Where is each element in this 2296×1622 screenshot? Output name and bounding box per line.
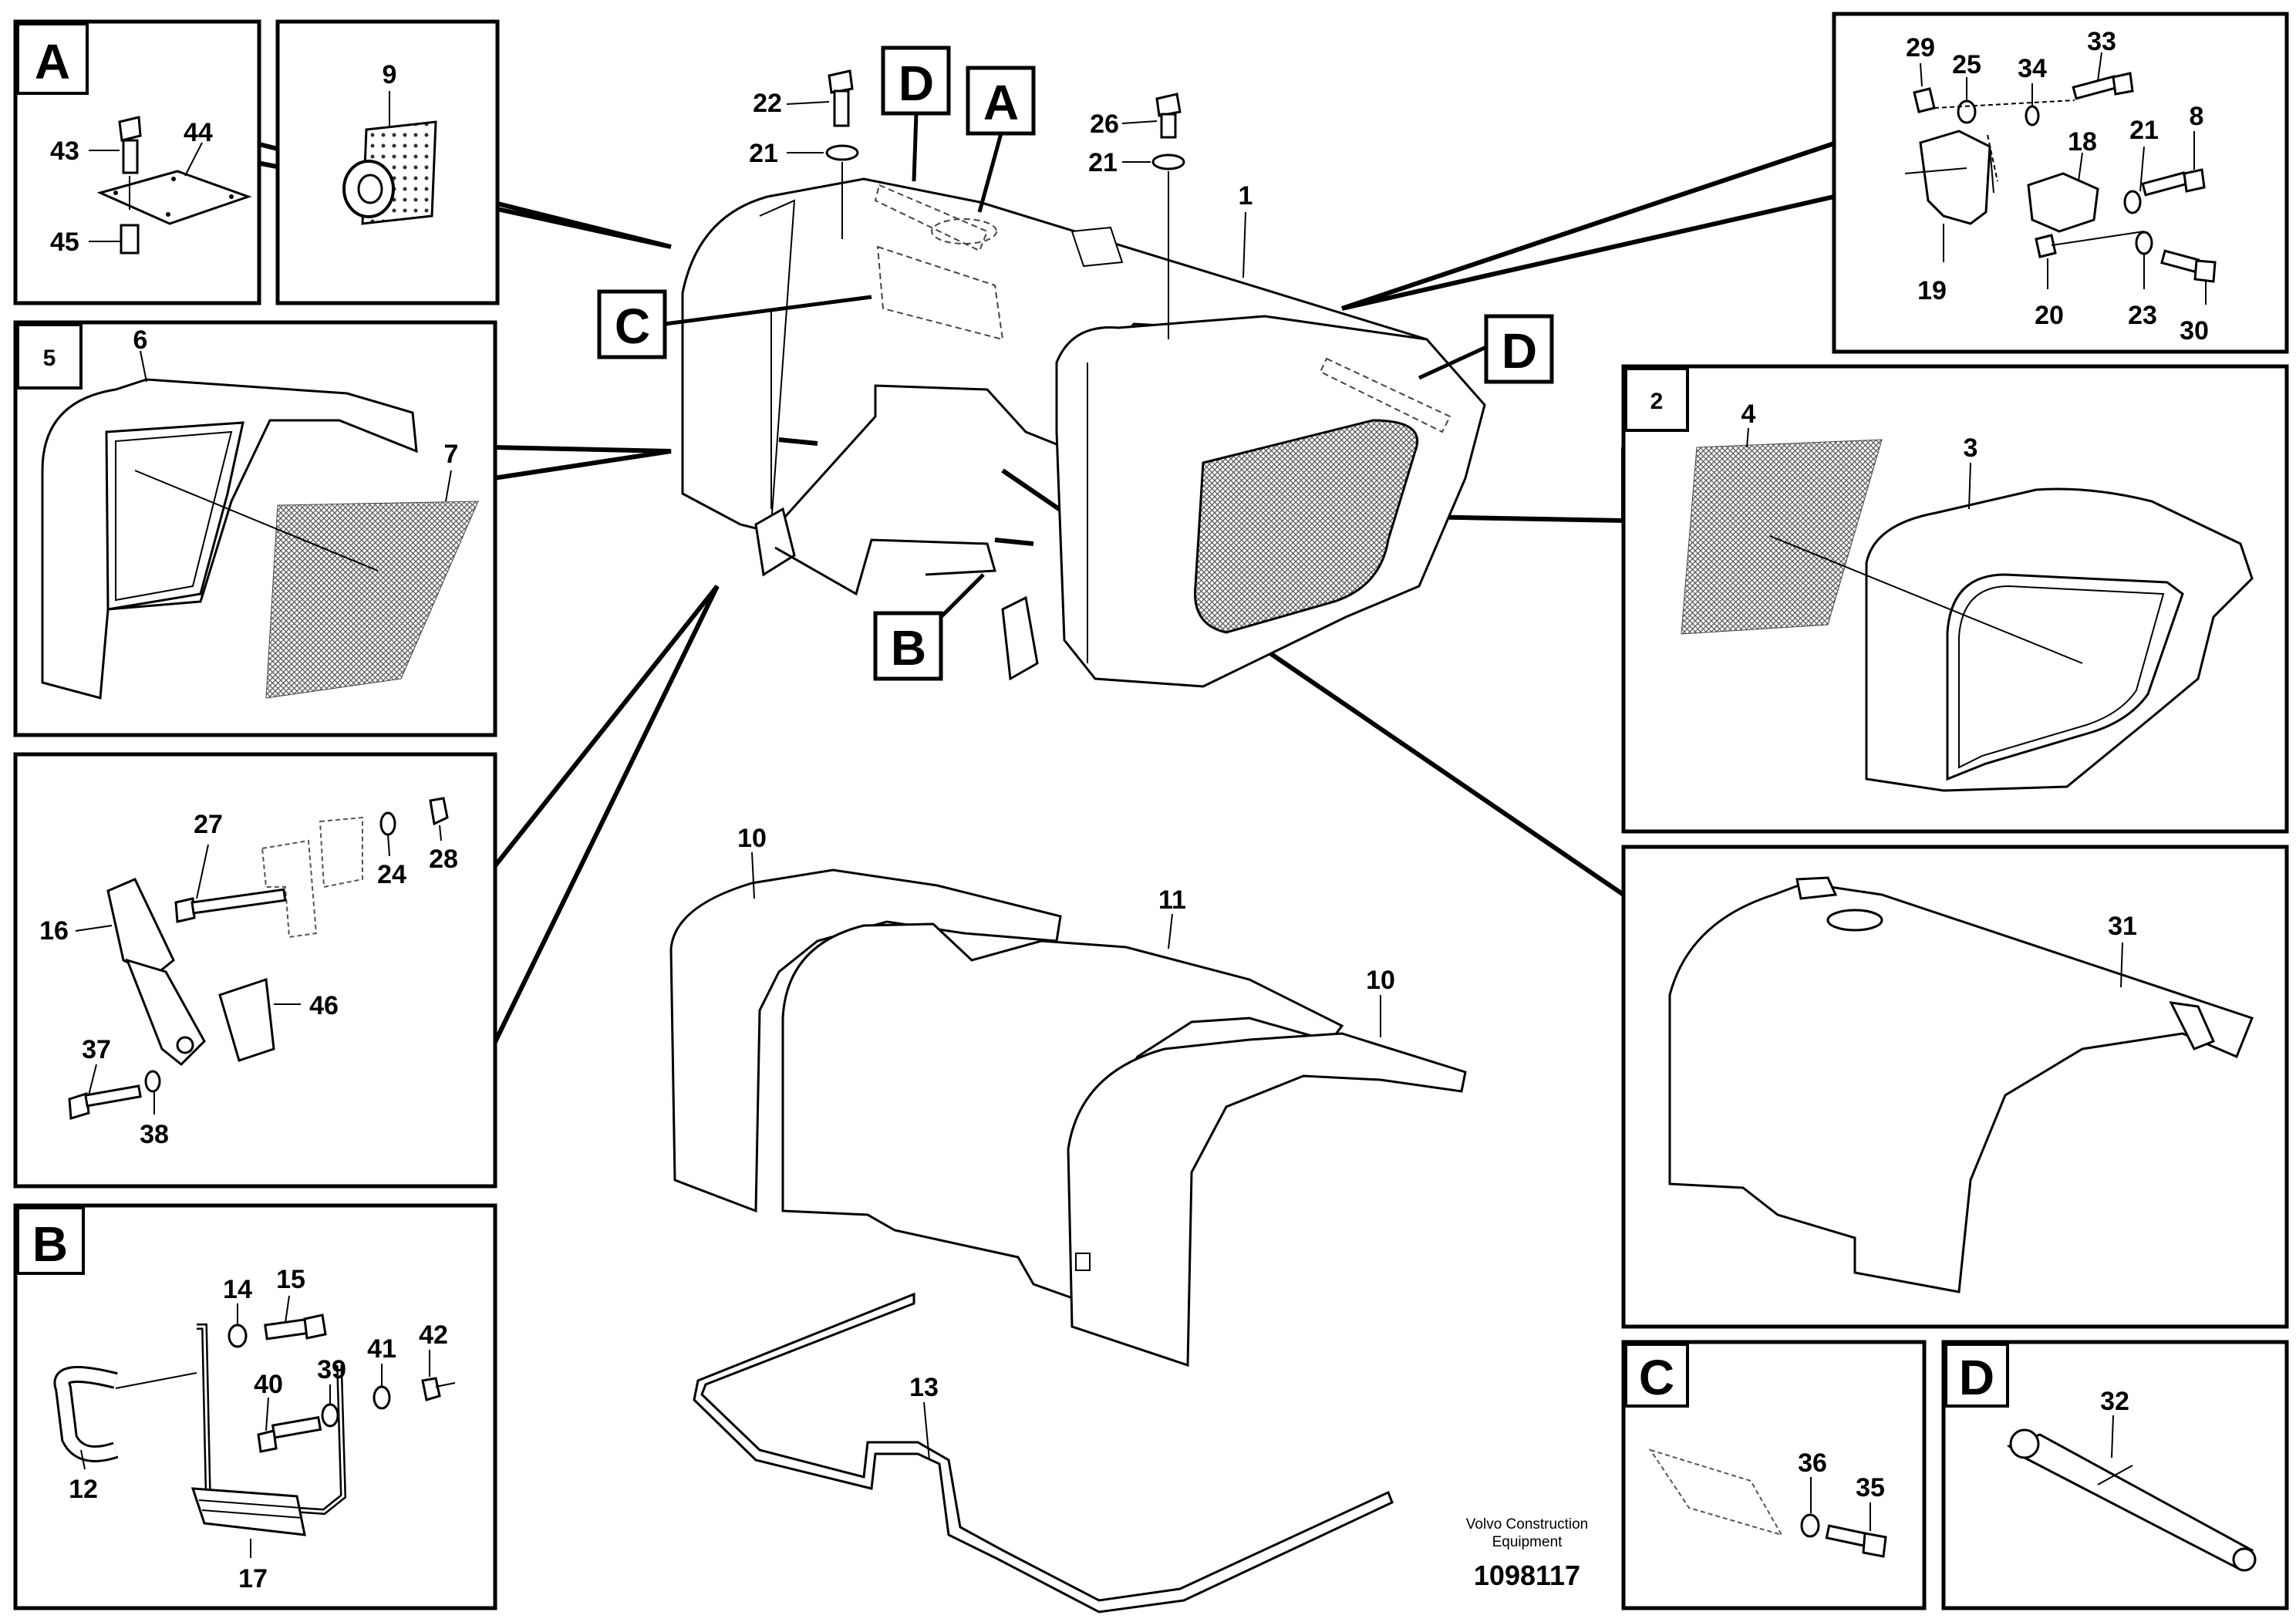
box-letter-a: A [35,34,70,89]
label-4: 4 [1741,400,1756,429]
label-15: 15 [276,1265,305,1294]
label-20: 20 [2035,301,2064,330]
drawing-footer: Volvo Construction Equipment 1098117 [1466,1516,1588,1591]
label-38: 38 [140,1120,169,1149]
label-12: 12 [69,1475,98,1504]
label-18: 18 [2068,127,2097,157]
callout-d-right: D [1418,314,1554,384]
company-name-line1: Volvo Construction [1466,1516,1588,1533]
label-39: 39 [317,1355,346,1384]
callout-d-left: D [881,46,951,182]
label-7: 7 [444,440,459,469]
label-19: 19 [1917,276,1947,305]
label-8: 8 [2190,102,2204,131]
label-33: 33 [2087,27,2116,56]
label-24: 24 [377,860,406,889]
box-number-5: 5 [43,346,56,371]
label-23: 23 [2128,301,2157,330]
label-1: 1 [1239,181,1253,211]
svg-text:D: D [899,56,934,111]
label-25: 25 [1952,50,1981,79]
label-34: 34 [2018,54,2047,83]
label-6: 6 [133,325,148,355]
label-22: 22 [753,89,782,118]
label-36: 36 [1798,1448,1827,1478]
detail-box-d: D 32 [1941,1340,2289,1610]
svg-text:B: B [891,620,926,676]
svg-text:A: A [983,75,1019,130]
box-letter-c: C [1639,1350,1674,1405]
callout-a-main: A [966,66,1036,213]
label-13: 13 [909,1373,939,1402]
svg-text:C: C [615,298,650,354]
label-16: 16 [39,916,69,946]
label-35: 35 [1856,1473,1885,1502]
detail-box-2: 2 4 3 [1621,364,2289,834]
detail-box-b: B 14 15 39 40 41 42 12 [13,1203,497,1610]
detail-box-a: A 43 44 45 [13,19,261,305]
label-21-right: 21 [1088,148,1118,177]
label-45: 45 [50,228,79,257]
label-10-right: 10 [1366,966,1395,995]
label-43: 43 [50,137,79,166]
label-46: 46 [309,991,339,1020]
svg-text:D: D [1502,323,1537,379]
label-11: 11 [1158,885,1186,915]
callout-c-main: C [597,289,872,359]
main-hood-assembly: 22 21 26 21 1 [681,69,1486,688]
label-30: 30 [2180,316,2209,346]
label-41: 41 [367,1334,396,1364]
label-28: 28 [429,845,458,874]
label-31: 31 [2108,912,2137,941]
label-42: 42 [419,1320,448,1350]
box-letter-d: D [1959,1350,1994,1405]
label-3: 3 [1964,433,1978,463]
detail-box-hinge: 29 25 34 33 18 21 8 19 20 23 30 [1832,12,2289,354]
box-number-2: 2 [1650,389,1664,414]
side-panels-group: 10 11 10 13 [669,824,1467,1614]
label-44: 44 [184,118,213,147]
detail-box-31: 31 [1621,845,2289,1329]
detail-box-c: C 36 35 [1621,1340,1927,1610]
label-27: 27 [194,810,223,839]
label-21-left: 21 [749,139,778,168]
label-10-left: 10 [737,824,767,853]
callout-b-main: B [873,573,985,681]
label-40: 40 [254,1370,283,1399]
detail-box-latch: 27 28 24 16 46 37 38 [13,752,497,1189]
label-32: 32 [2100,1387,2129,1416]
label-26: 26 [1090,110,1119,139]
label-37: 37 [82,1035,111,1064]
detail-box-5: 5 6 7 [13,320,497,737]
label-14: 14 [223,1275,252,1304]
label-29: 29 [1906,33,1935,62]
label-9: 9 [383,60,397,89]
drawing-number: 1098117 [1474,1560,1580,1591]
detail-box-9: 9 [275,19,500,305]
label-21-hinge: 21 [2129,116,2159,145]
box-letter-b: B [32,1216,68,1272]
company-name-line2: Equipment [1492,1534,1563,1550]
label-17: 17 [238,1564,268,1593]
